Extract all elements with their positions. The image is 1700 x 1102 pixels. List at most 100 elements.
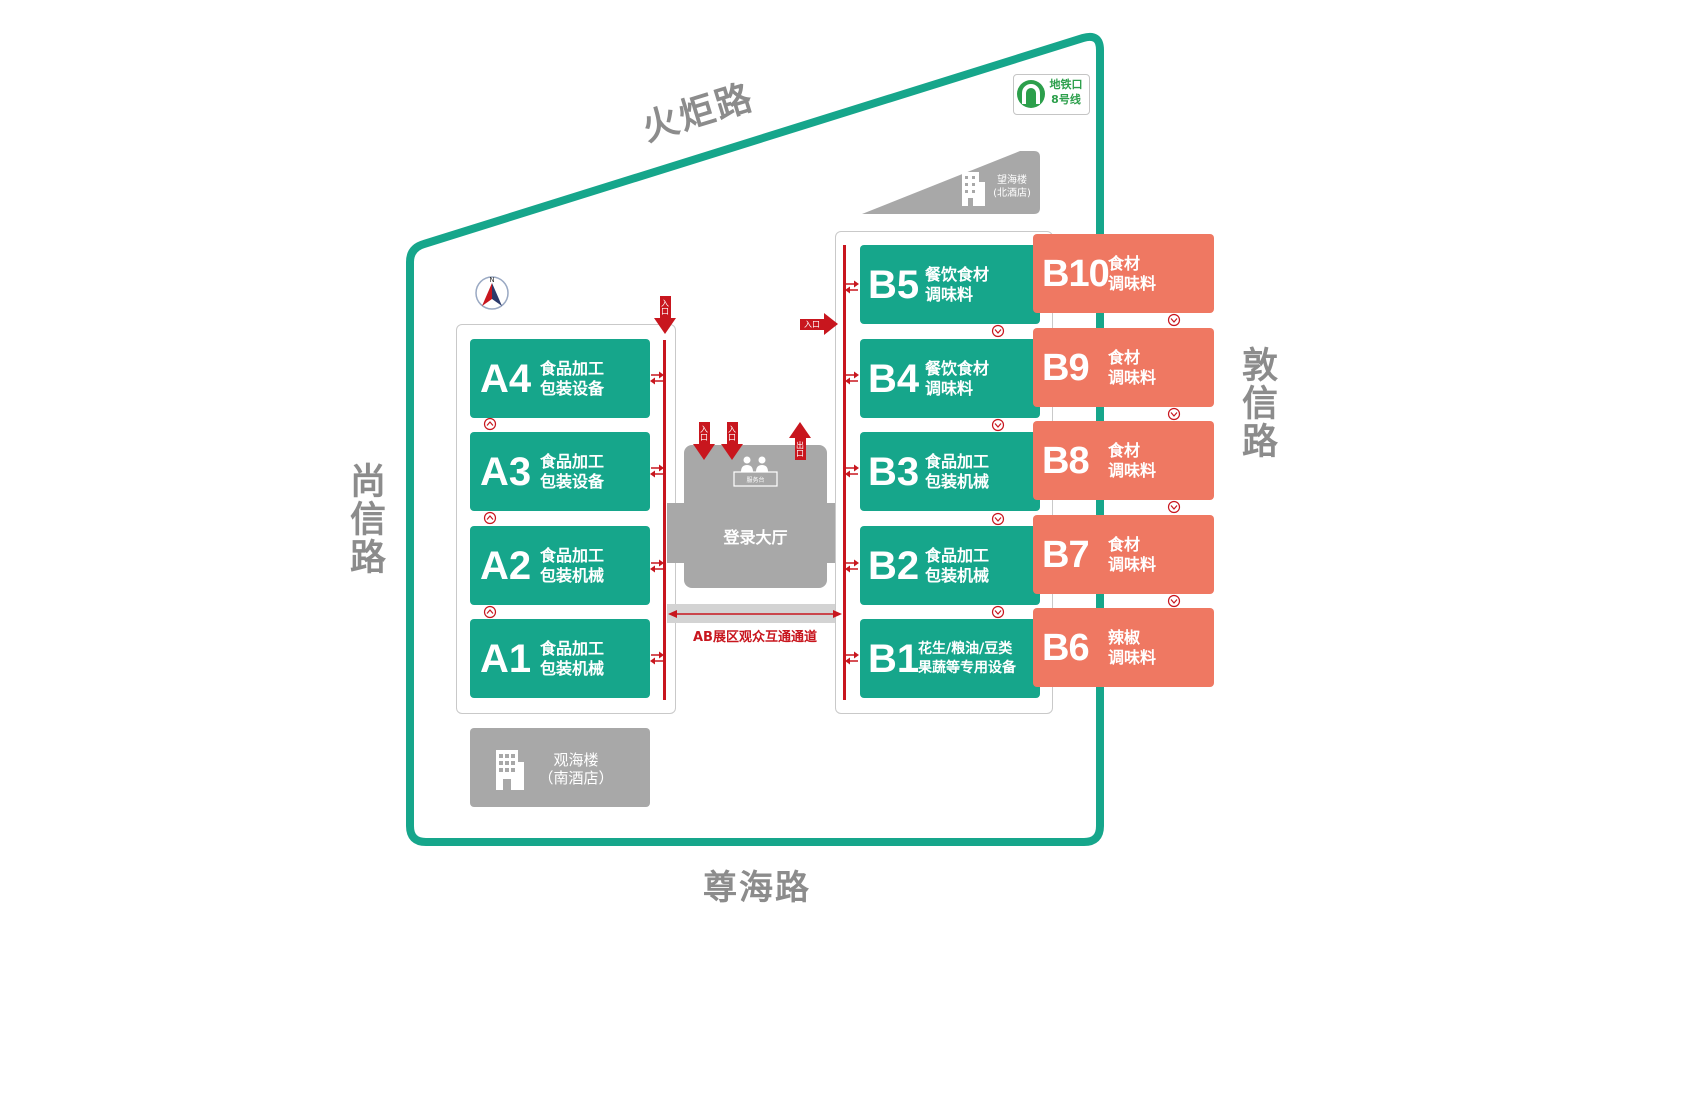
corridor-label: AB展区观众互通通道: [693, 630, 817, 645]
hall-description: 食品加工 包装设备: [540, 452, 604, 492]
hall-b7: B7 食材 调味料: [1033, 515, 1214, 594]
hall-b3: B3 食品加工 包装机械: [860, 432, 1040, 511]
hall-b9: B9 食材 调味料: [1033, 328, 1214, 407]
south-hotel-note: （南酒店）: [538, 769, 614, 787]
compass-label: N: [489, 276, 494, 284]
north-hotel-note: (北酒店): [993, 188, 1031, 199]
hall-code: B7: [1042, 533, 1090, 576]
hall-desc-line: 食品加工: [540, 358, 605, 378]
chevron-down-icon: [1167, 313, 1181, 327]
hall-b6: B6 辣椒 调味料: [1033, 608, 1214, 687]
hall-code: A2: [480, 543, 532, 588]
hall-desc-line: 果蔬等专用设备: [918, 659, 1016, 676]
hall-description: 餐饮食材 调味料: [925, 359, 989, 399]
hall-desc-line: 食材: [1108, 534, 1141, 554]
hall-code: A1: [480, 636, 532, 681]
hall-a4: A4 食品加工 包装设备: [470, 339, 650, 418]
hall-desc-line: 调味料: [1108, 273, 1157, 293]
building-icon: [962, 172, 985, 206]
hall-code: B9: [1042, 346, 1090, 389]
road-north-label: 火炬路: [637, 77, 759, 150]
metro-text: 地铁口 8号线: [1047, 77, 1085, 107]
hall-description: 辣椒 调味料: [1108, 628, 1156, 668]
hall-desc-line: 食品加工: [925, 545, 990, 565]
chevron-down-icon: [1167, 407, 1181, 421]
hall-desc-line: 调味料: [1108, 647, 1157, 667]
arrow-head: [654, 318, 676, 334]
hall-a2: A2 食品加工 包装机械: [470, 526, 650, 605]
south-hotel-name: 观海楼: [553, 751, 599, 769]
hall-a3: A3 食品加工 包装设备: [470, 432, 650, 511]
hall-desc-line: 餐饮食材: [925, 358, 990, 378]
lobby-entrance-arrow-2: 入口: [721, 422, 743, 460]
hall-b5: B5 餐饮食材 调味料: [860, 245, 1040, 324]
hall-description: 食品加工 包装机械: [540, 546, 604, 586]
hall-desc-line: 调味料: [925, 378, 974, 398]
hall-code: B3: [868, 449, 920, 494]
lobby-entrance-arrow-1: 入口: [693, 422, 715, 460]
hall-desc-line: 调味料: [1108, 554, 1157, 574]
hall-desc-line: 食材: [1108, 347, 1141, 367]
chevron-down-icon: [1167, 500, 1181, 514]
hall-desc-line: 包装设备: [540, 471, 605, 491]
lobby-title: 登录大厅: [723, 528, 788, 547]
lobby-exit-arrow: 出口: [789, 422, 811, 460]
hall-description: 食材 调味料: [1108, 348, 1156, 388]
hall-desc-line: 餐饮食材: [925, 264, 990, 284]
hall-desc-line: 花生/粮油/豆类: [918, 640, 1013, 657]
hall-desc-line: 包装机械: [925, 565, 990, 585]
hall-description: 食品加工 包装机械: [925, 452, 989, 492]
zone-b-entrance-arrow: 入口: [800, 313, 838, 335]
arrow-head: [789, 422, 811, 438]
zone-a-entrance-arrow: 入口: [654, 296, 676, 334]
hall-description: 食材 调味料: [1108, 535, 1156, 575]
hall-b2: B2 食品加工 包装机械: [860, 526, 1040, 605]
hall-b10: B10 食材 调味料: [1033, 234, 1214, 313]
hall-desc-line: 调味料: [925, 284, 974, 304]
hall-desc-line: 调味料: [1108, 460, 1157, 480]
entrance-label: 入口: [726, 422, 738, 444]
zone-a-route-line: [663, 340, 666, 700]
south-hotel-label: 观海楼 （南酒店）: [530, 751, 622, 787]
registration-lobby: [684, 445, 827, 588]
hall-desc-line: 包装设备: [540, 378, 605, 398]
hall-desc-line: 食材: [1108, 440, 1141, 460]
hall-desc-line: 食品加工: [925, 451, 990, 471]
hall-code: A4: [480, 356, 532, 401]
hall-desc-line: 辣椒: [1108, 627, 1141, 647]
chevron-down-icon: [1167, 594, 1181, 608]
hall-code: B1: [868, 636, 920, 681]
hall-desc-line: 调味料: [1108, 367, 1157, 387]
arrow-head: [721, 444, 743, 460]
hall-a1: A1 食品加工 包装机械: [470, 619, 650, 698]
hall-description: 食品加工 包装机械: [540, 639, 604, 679]
ab-corridor: [667, 604, 843, 623]
hall-code: A3: [480, 449, 532, 494]
metro-name: 地铁口: [1049, 78, 1083, 91]
hall-desc-line: 食品加工: [540, 451, 605, 471]
entrance-label: 入口: [698, 422, 710, 444]
metro-line: 8号线: [1051, 93, 1081, 106]
road-south-label: 尊海路: [703, 868, 811, 908]
arrow-head: [693, 444, 715, 460]
hall-code: B2: [868, 543, 920, 588]
hall-desc-line: 食品加工: [540, 545, 605, 565]
hall-desc-line: 食材: [1108, 253, 1141, 273]
exit-label: 出口: [794, 438, 806, 460]
entrance-label: 入口: [800, 318, 824, 330]
hall-description: 餐饮食材 调味料: [925, 265, 989, 305]
entrance-label: 入口: [659, 296, 671, 318]
hall-code: B4: [868, 356, 920, 401]
hall-b8: B8 食材 调味料: [1033, 421, 1214, 500]
north-hotel-label: 望海楼 (北酒店): [985, 174, 1039, 200]
compass-north-icon: N: [475, 276, 509, 310]
north-hotel-name: 望海楼: [997, 175, 1027, 186]
hall-code: B5: [868, 262, 920, 307]
hall-code: B8: [1042, 439, 1090, 482]
hall-description: 食品加工 包装机械: [925, 546, 989, 586]
hall-code: B10: [1042, 252, 1110, 295]
hall-code: B6: [1042, 626, 1090, 669]
hall-b4: B4 餐饮食材 调味料: [860, 339, 1040, 418]
arrow-head: [824, 313, 838, 335]
hall-description: 食品加工 包装设备: [540, 359, 604, 399]
